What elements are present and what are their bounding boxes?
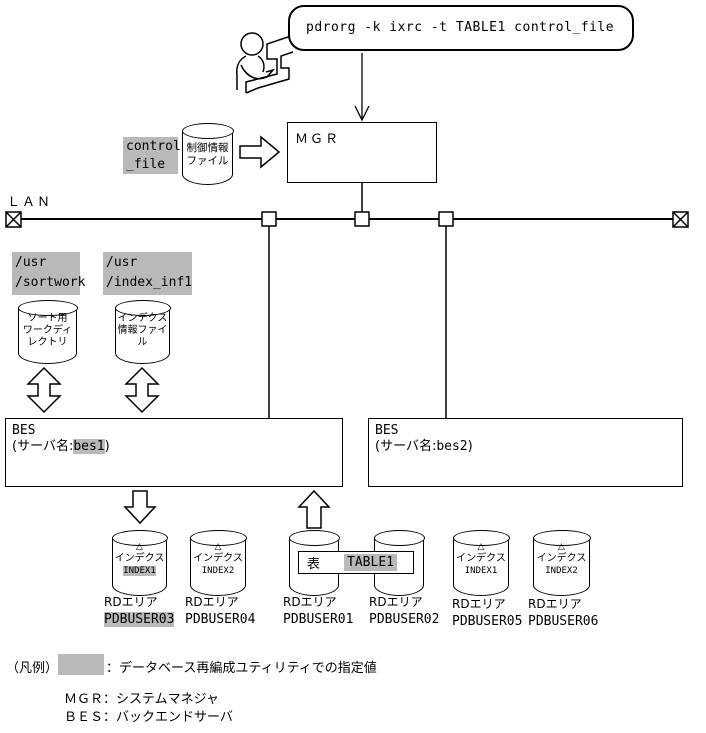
indexinf-dir-label: /usr /index_inf1 <box>103 252 192 295</box>
lan-terminator-left-icon <box>5 211 22 228</box>
rdarea-caption-pdbuser05: RDエリア PDBUSER05 <box>452 597 523 629</box>
lan-node-connector-bes2 <box>438 211 454 227</box>
index-info-file-cylinder: インデクス 情報ファイ ル <box>114 300 171 364</box>
bes2-box: BES (サーバ名:bes2) <box>368 418 683 487</box>
sortwork-dir-label: /usr /sortwork <box>12 252 85 295</box>
bes1-server-line: (サーバ名:bes1) <box>12 439 110 454</box>
control-info-file-cylinder: 制御情報 ファイル <box>181 123 234 185</box>
legend-caption: （凡例） <box>6 661 59 676</box>
lan-terminator-right-icon <box>672 211 689 228</box>
index-marker-icon: △ <box>558 542 565 552</box>
sortwork-io-double-arrow-icon <box>26 366 62 414</box>
legend-highlight-swatch <box>58 654 104 675</box>
rdarea-cylinder-pdbuser04: △ インデクス INDEX2 <box>189 530 247 596</box>
operator-figure-icon <box>236 32 276 90</box>
legend-mgr-entry: ＭＧＲ：システムマネジャ <box>64 692 219 707</box>
index-name: INDEX1 <box>123 566 156 576</box>
control-file-input-arrow-icon <box>239 135 281 169</box>
index-marker-icon: △ <box>214 542 222 552</box>
index-marker-icon: △ <box>136 542 143 552</box>
command-to-mgr-arrow <box>354 53 370 122</box>
rdarea-name: PDBUSER01 <box>283 612 354 627</box>
bes1-box: BES (サーバ名:bes1) <box>5 418 343 487</box>
index-output-down-arrow-icon <box>123 490 157 525</box>
bes2-server-name: bes2 <box>436 439 468 454</box>
bes2-title: BES <box>375 423 399 438</box>
sort-work-cylinder: ソート用 ワークディ レクトリ <box>17 300 78 364</box>
rdarea-name: PDBUSER02 <box>369 612 440 627</box>
mgr-box: ＭＧＲ <box>287 122 437 183</box>
legend-bes-entry: ＢＥＳ：バックエンドサーバ <box>64 710 233 725</box>
index-name: INDEX1 <box>464 566 498 576</box>
indexinf-io-double-arrow-icon <box>124 366 160 414</box>
index-name: INDEX2 <box>545 566 578 576</box>
table-kanji-label: 表 <box>307 557 321 572</box>
bes1-title: BES <box>12 423 36 438</box>
rdarea-cylinder-pdbuser05: △ インデクス INDEX1 <box>452 530 510 596</box>
rdarea-name: PDBUSER03 <box>104 612 175 627</box>
bes1-server-name: bes1 <box>73 439 105 454</box>
lan-node-connector-bes1 <box>261 211 277 227</box>
rdarea-caption-pdbuser04: RDエリア PDBUSER04 <box>185 595 256 627</box>
speech-bubble-tail-icon <box>245 35 294 94</box>
bes2-server-line: (サーバ名:bes2) <box>375 439 473 454</box>
command-bubble: pdrorg -k ixrc -t TABLE1 control_file <box>288 5 634 51</box>
rdarea-cylinder-pdbuser03: △ インデクス INDEX1 <box>111 530 168 596</box>
rdarea-caption-pdbuser03: RDエリア PDBUSER03 <box>104 595 175 627</box>
legend-highlight-desc: ：データベース再編成ユティリティでの指定値 <box>106 661 377 676</box>
index-name: INDEX2 <box>201 566 235 576</box>
control-file-label: control _file <box>123 137 181 174</box>
lan-label: ＬＡＮ <box>7 195 53 210</box>
table-name: TABLE1 <box>344 554 397 571</box>
table-input-up-arrow-icon <box>297 489 331 529</box>
mgr-label: ＭＧＲ <box>295 132 341 147</box>
rdarea-caption-pdbuser06: RDエリア PDBUSER06 <box>528 597 599 629</box>
table-name-box: 表 TABLE1 <box>298 551 414 574</box>
command-text: pdrorg -k ixrc -t TABLE1 control_file <box>306 20 615 35</box>
lan-node-connector-mgr <box>354 211 370 227</box>
rdarea-name: PDBUSER05 <box>452 614 523 629</box>
rdarea-caption-pdbuser02: RDエリア PDBUSER02 <box>369 595 440 627</box>
rdarea-name: PDBUSER06 <box>528 614 599 629</box>
rdarea-caption-pdbuser01: RDエリア PDBUSER01 <box>283 595 354 627</box>
index-marker-icon: △ <box>477 542 485 552</box>
rdarea-cylinder-pdbuser06: △ インデクス INDEX2 <box>532 530 591 596</box>
rdarea-name: PDBUSER04 <box>185 612 256 627</box>
